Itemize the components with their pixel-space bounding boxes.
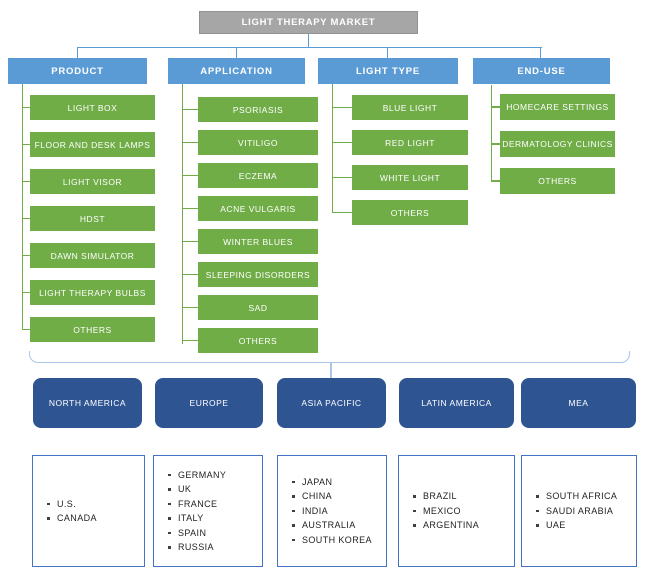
- country-list-item: INDIA: [291, 504, 386, 519]
- region-box-latin-america: LATIN AMERICA: [399, 378, 514, 428]
- column-header-application: APPLICATION: [168, 58, 305, 84]
- segment-box: OTHERS: [332, 200, 468, 225]
- country-list-box-latin-america: BRAZIL MEXICO ARGENTINA: [398, 455, 515, 567]
- column-header-end-use: END-USE: [473, 58, 610, 84]
- country-list-item: AUSTRALIA: [291, 518, 386, 533]
- tree-drop-line: [387, 47, 389, 59]
- segment-column-product: LIGHT BOX FLOOR AND DESK LAMPS LIGHT VIS…: [22, 95, 155, 342]
- segment-box: FLOOR AND DESK LAMPS: [22, 132, 155, 157]
- country-list-item: RUSSIA: [167, 540, 262, 555]
- country-list-item: FRANCE: [167, 497, 262, 512]
- country-list-box-europe: GERMANY UK FRANCE ITALY SPAIN RUSSIA: [153, 455, 263, 567]
- region-box-mea: MEA: [521, 378, 636, 428]
- region-box-europe: EUROPE: [155, 378, 263, 428]
- country-list-item: JAPAN: [291, 475, 386, 490]
- tree-drop-line: [236, 47, 238, 59]
- segment-box: RED LIGHT: [332, 130, 468, 155]
- segment-box: OTHERS: [182, 328, 318, 353]
- segment-box: ECZEMA: [182, 163, 318, 188]
- tree-drop-line: [540, 47, 542, 59]
- vertical-connector-product: [22, 84, 24, 330]
- segment-box: HDST: [22, 206, 155, 231]
- vertical-connector-light-type: [332, 84, 334, 213]
- segment-box: LIGHT THERAPY BULBS: [22, 280, 155, 305]
- regions-bracket-drop-line: [330, 362, 332, 378]
- segment-box: LIGHT BOX: [22, 95, 155, 120]
- region-box-asia-pacific: ASIA PACIFIC: [277, 378, 386, 428]
- column-header-product: PRODUCT: [8, 58, 147, 84]
- segment-box: OTHERS: [491, 168, 615, 194]
- segment-box: ACNE VULGARIS: [182, 196, 318, 221]
- country-list-box-asia-pacific: JAPAN CHINA INDIA AUSTRALIA SOUTH KOREA: [277, 455, 387, 567]
- segment-box: LIGHT VISOR: [22, 169, 155, 194]
- tree-drop-line: [77, 47, 79, 59]
- region-box-north-america: NORTH AMERICA: [33, 378, 142, 428]
- segment-box: OTHERS: [22, 317, 155, 342]
- country-list-item: SOUTH AFRICA: [535, 489, 636, 504]
- tree-stem-line: [308, 34, 310, 48]
- country-list-item: CANADA: [46, 511, 144, 526]
- segment-box: PSORIASIS: [182, 97, 318, 122]
- country-list-item: UAE: [535, 518, 636, 533]
- country-list-box-north-america: U.S. CANADA: [32, 455, 145, 567]
- vertical-connector-application: [182, 84, 184, 344]
- country-list-item: U.S.: [46, 497, 144, 512]
- country-list-box-mea: SOUTH AFRICA SAUDI ARABIA UAE: [521, 455, 637, 567]
- segment-box: DERMATOLOGY CLINICS: [491, 131, 615, 157]
- country-list-item: BRAZIL: [412, 489, 514, 504]
- tree-horizontal-line: [77, 47, 542, 49]
- root-title-box: LIGHT THERAPY MARKET: [199, 11, 418, 34]
- country-list-item: ITALY: [167, 511, 262, 526]
- country-list-item: GERMANY: [167, 468, 262, 483]
- segment-box: WINTER BLUES: [182, 229, 318, 254]
- segment-box: SAD: [182, 295, 318, 320]
- country-list-item: SOUTH KOREA: [291, 533, 386, 548]
- column-header-light-type: LIGHT TYPE: [318, 58, 458, 84]
- country-list-item: ARGENTINA: [412, 518, 514, 533]
- segment-box: DAWN SIMULATOR: [22, 243, 155, 268]
- segment-column-light-type: BLUE LIGHT RED LIGHT WHITE LIGHT OTHERS: [332, 95, 468, 225]
- segment-column-end-use: HOMECARE SETTINGS DERMATOLOGY CLINICS OT…: [491, 94, 615, 194]
- segment-box: WHITE LIGHT: [332, 165, 468, 190]
- vertical-connector-end-use: [491, 85, 493, 181]
- country-list-item: CHINA: [291, 489, 386, 504]
- segment-box: SLEEPING DISORDERS: [182, 262, 318, 287]
- country-list-item: MEXICO: [412, 504, 514, 519]
- segment-column-application: PSORIASIS VITILIGO ECZEMA ACNE VULGARIS …: [182, 97, 318, 353]
- segment-box: BLUE LIGHT: [332, 95, 468, 120]
- segment-box: HOMECARE SETTINGS: [491, 94, 615, 120]
- country-list-item: UK: [167, 482, 262, 497]
- country-list-item: SPAIN: [167, 526, 262, 541]
- segment-box: VITILIGO: [182, 130, 318, 155]
- country-list-item: SAUDI ARABIA: [535, 504, 636, 519]
